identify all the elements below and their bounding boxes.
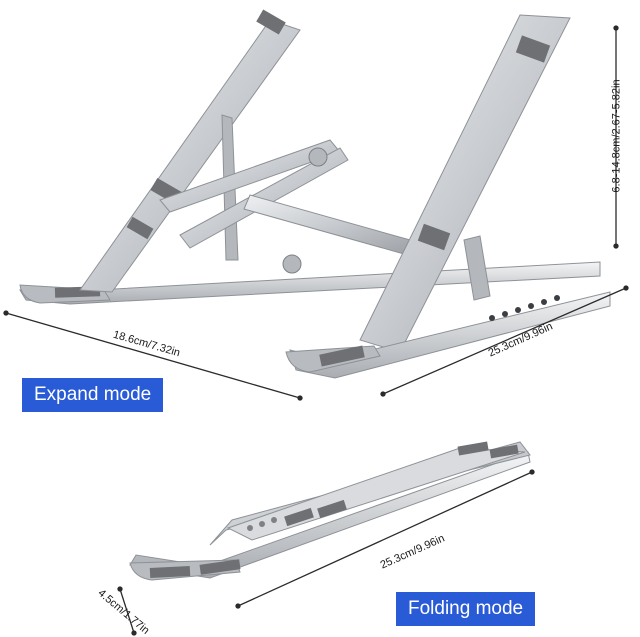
folded-dimension-lines xyxy=(117,469,535,636)
expanded-stand xyxy=(19,9,611,379)
expand-mode-label: Expand mode xyxy=(22,378,164,412)
folded-stand xyxy=(129,441,531,581)
expanded-dimension-lines xyxy=(3,25,629,401)
folding-mode-label: Folding mode xyxy=(396,592,536,626)
expand-height-label: 6.8-14.8cm/2.67-5.82in xyxy=(610,79,623,193)
